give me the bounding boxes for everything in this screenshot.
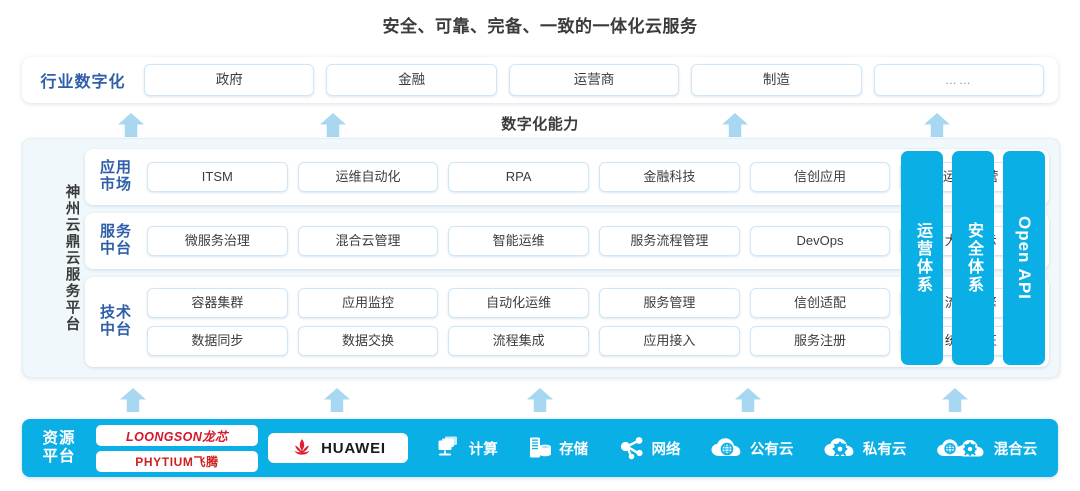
- band-label-line2: 中台: [99, 320, 132, 338]
- private-cloud-icon: [824, 438, 854, 457]
- huawei-logo-text: HUAWEI: [321, 439, 386, 457]
- chip-service-process-mgmt[interactable]: 服务流程管理: [599, 225, 740, 256]
- industry-item-government[interactable]: 政府: [144, 64, 315, 96]
- band-label-line1: 技术: [99, 303, 132, 321]
- chip-data-exchange[interactable]: 数据交换: [297, 325, 439, 356]
- chip-application-monitoring[interactable]: 应用监控: [297, 287, 439, 318]
- resource-item-public-cloud[interactable]: 公有云: [710, 436, 794, 460]
- network-icon: [620, 437, 643, 460]
- chip-fintech[interactable]: 金融科技: [599, 161, 740, 192]
- phytium-logo: PHYTIUM飞腾: [96, 450, 258, 472]
- loongson-logo: LOONGSON龙芯: [96, 424, 258, 446]
- resource-item-label: 私有云: [862, 441, 907, 458]
- chip-service-registry[interactable]: 服务注册: [749, 325, 891, 356]
- capability-label: 数字化能力: [501, 116, 579, 133]
- chip-ops-automation[interactable]: 运维自动化: [297, 161, 439, 192]
- pillar-open-api[interactable]: Open API: [1003, 151, 1045, 365]
- industry-item-finance[interactable]: 金融: [326, 64, 497, 96]
- band-label-application-market: 应用 市场: [85, 159, 147, 194]
- chip-intelligent-ops[interactable]: 智能运维: [448, 225, 590, 256]
- resource-item-label: 公有云: [749, 441, 794, 458]
- chip-xinchuang-adaptation[interactable]: 信创适配: [749, 287, 891, 318]
- resource-item-storage[interactable]: 存储: [527, 435, 588, 461]
- resource-item-label: 混合云: [993, 441, 1038, 458]
- storage-icon: [530, 437, 552, 458]
- resource-icon-list: 计算 存储: [408, 435, 1058, 461]
- chip-hybrid-cloud-mgmt[interactable]: 混合云管理: [297, 225, 439, 256]
- band-label-technical-midplatform: 技术 中台: [85, 303, 147, 339]
- cloud-service-platform-panel: 神州云鼎云服务平台 应用 市场 ITSM 运维自动化 RPA 金融科技 信创应用…: [22, 138, 1060, 378]
- compute-icon: [438, 436, 457, 456]
- industry-box-list: 政府 金融 运营商 制造 ……: [144, 64, 1058, 96]
- pillar-operations-system[interactable]: 运营体系: [901, 151, 943, 365]
- chip-vendor-logos: LOONGSON龙芯 PHYTIUM飞腾: [96, 424, 258, 472]
- industry-row-label: 行业数字化: [40, 74, 126, 91]
- resource-item-compute[interactable]: 计算: [435, 435, 498, 461]
- chip-xinchuang-app[interactable]: 信创应用: [749, 161, 891, 192]
- resource-item-private-cloud[interactable]: 私有云: [823, 436, 907, 460]
- hybrid-cloud-icon: [936, 439, 984, 457]
- resource-item-label: 网络: [651, 441, 681, 458]
- band-label-line2: 中台: [99, 239, 132, 257]
- public-cloud-icon: [711, 438, 741, 456]
- industry-item-more[interactable]: ……: [873, 64, 1045, 96]
- industry-digitalization-row: 行业数字化 政府 金融 运营商 制造 ……: [22, 57, 1058, 103]
- band-label-line1: 服务: [99, 222, 132, 240]
- industry-item-telecom[interactable]: 运营商: [508, 64, 680, 96]
- chip-itsm[interactable]: ITSM: [147, 161, 288, 192]
- band-label-line2: 市场: [99, 175, 132, 193]
- resource-label-line2: 平台: [42, 448, 76, 465]
- resource-item-hybrid-cloud[interactable]: 混合云: [936, 436, 1038, 460]
- huawei-logo: HUAWEI: [268, 433, 408, 463]
- resource-label-line1: 资源: [42, 429, 76, 447]
- chip-process-integration[interactable]: 流程集成: [448, 325, 590, 356]
- loongson-logo-text: LOONGSON龙芯: [126, 429, 228, 444]
- chip-service-management[interactable]: 服务管理: [599, 287, 740, 318]
- band-label-service-midplatform: 服务 中台: [85, 222, 147, 258]
- resource-item-label: 计算: [468, 441, 498, 458]
- band-service-midplatform: 服务 中台 微服务治理 混合云管理 智能运维 服务流程管理 DevOps 大屏展…: [85, 212, 1049, 269]
- industry-item-manufacturing[interactable]: 制造: [691, 64, 862, 96]
- resource-platform-label: 资源 平台: [22, 430, 96, 467]
- page-title: 安全、可靠、完备、一致的一体化云服务: [382, 17, 698, 36]
- chip-rpa[interactable]: RPA: [448, 161, 590, 192]
- chip-data-sync[interactable]: 数据同步: [147, 325, 288, 356]
- band-label-line1: 应用: [99, 159, 132, 177]
- pillar-security-system[interactable]: 安全体系: [952, 151, 994, 365]
- vertical-pillar-group: 运营体系 安全体系 Open API: [901, 151, 1045, 365]
- chip-devops[interactable]: DevOps: [749, 225, 891, 256]
- chip-microservice-governance[interactable]: 微服务治理: [147, 225, 288, 256]
- chip-container-cluster[interactable]: 容器集群: [147, 287, 288, 318]
- huawei-flower-icon: [294, 439, 310, 455]
- chip-application-access[interactable]: 应用接入: [599, 325, 740, 356]
- platform-vertical-label: 神州云鼎云服务平台: [63, 183, 80, 333]
- chip-automated-ops[interactable]: 自动化运维: [448, 287, 590, 318]
- phytium-logo-text: PHYTIUM飞腾: [135, 454, 219, 469]
- resource-item-network[interactable]: 网络: [618, 435, 681, 461]
- resource-item-label: 存储: [559, 441, 589, 458]
- band-application-market: 应用 市场 ITSM 运维自动化 RPA 金融科技 信创应用 运维/运营: [85, 149, 1049, 205]
- resource-platform-bar: 资源 平台 LOONGSON龙芯 PHYTIUM飞腾 HUAWEI: [22, 419, 1058, 477]
